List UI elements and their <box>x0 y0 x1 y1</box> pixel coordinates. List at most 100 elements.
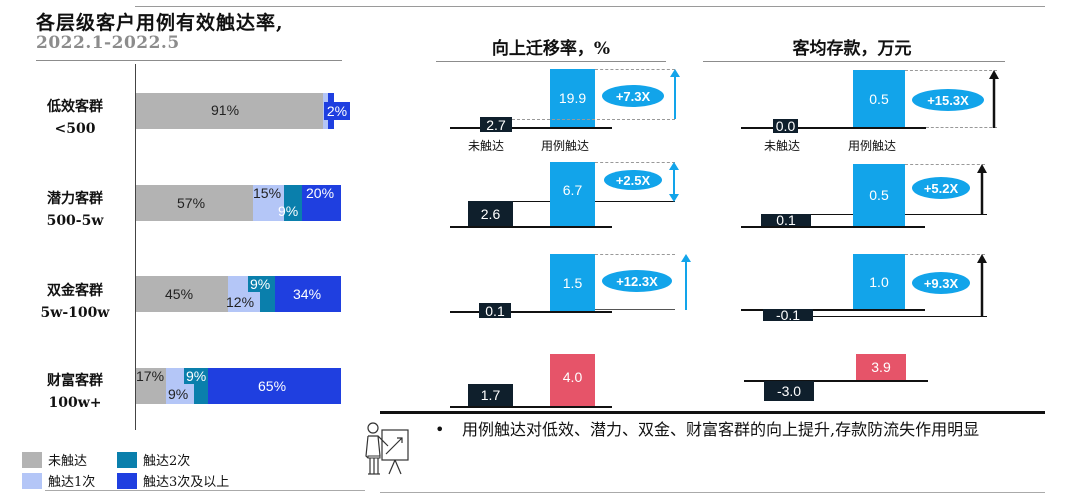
row-label-line2: 500-5w <box>46 213 104 229</box>
top-rule <box>135 6 1045 7</box>
row-label-wealth: 财富客群 100w+ <box>20 370 130 414</box>
ref-line-bottom <box>512 119 675 120</box>
ref-line-bottom <box>811 214 853 215</box>
stacked-bar-low: 91% <box>136 93 341 129</box>
multiplier-badge: +9.3X <box>912 272 970 294</box>
segment-label: 15% <box>253 185 282 201</box>
cat-label-untouched: 未触达 <box>468 139 505 153</box>
multiplier-badge: +15.3X <box>912 89 984 111</box>
baseline <box>744 380 928 382</box>
ref-line-top <box>595 254 675 255</box>
multiplier-badge: +5.2X <box>912 177 970 199</box>
segment-label: 57% <box>177 195 206 211</box>
segment-touch3: 65% <box>208 368 341 404</box>
row-label-dual: 双金客群 5w-100w <box>20 280 130 324</box>
ref-line-top <box>905 164 985 165</box>
segment-touch2: 9% <box>248 276 275 312</box>
up-arrow-icon <box>977 164 987 215</box>
stacked-bar-wealth: 17% 9% 9% 65% <box>136 368 341 404</box>
panel-deposit-title: 客均存款，万元 <box>792 39 912 59</box>
segment-label: 17% <box>136 368 165 384</box>
bar-untouched: 1.7 <box>468 384 513 406</box>
row-label-line1: 双金客群 <box>47 283 103 299</box>
bar-untouched: -3.0 <box>764 381 814 401</box>
legend-label: 触达1次 <box>48 475 96 490</box>
segment-label: 9% <box>184 368 209 384</box>
ref-line-top <box>905 70 997 71</box>
legend-underline <box>45 490 365 491</box>
left-chart-subtitle: 2022.1-2022.5 <box>36 33 180 53</box>
row-label-line1: 低效客群 <box>47 99 103 115</box>
segment-touch1: 12% <box>226 276 260 312</box>
ref-line-top <box>905 254 985 255</box>
double-arrow-icon <box>669 162 679 202</box>
segment-label: 9% <box>248 276 273 292</box>
row-label-line2: 5w-100w <box>40 305 110 321</box>
panel-upward-title: 向上迁移率，% <box>491 39 611 59</box>
baseline <box>450 226 612 228</box>
bar-touched: 0.5 <box>853 70 905 127</box>
segment-label-low-touch3: 2% <box>324 102 350 120</box>
bar-touched: 6.7 <box>550 162 595 226</box>
segment-label: 34% <box>293 286 322 302</box>
baseline <box>741 226 925 228</box>
note-text: 用例触达对低效、潜力、双金、财富客群的向上提升,存款防流失作用明显 <box>462 420 980 439</box>
ref-line-bottom <box>595 201 675 202</box>
ref-line-bottom <box>813 316 987 317</box>
legend-item-touch3: 触达3次及以上 <box>117 471 229 490</box>
legend-swatch <box>22 451 42 468</box>
bar-touched: 19.9 <box>550 69 595 127</box>
up-arrow-icon <box>989 70 999 128</box>
segment-label: 91% <box>211 102 240 118</box>
bar-touched: 4.0 <box>550 354 595 406</box>
baseline <box>741 309 925 311</box>
cat-label-touched: 用例触达 <box>541 139 590 153</box>
row-label-line2: 100w+ <box>48 395 102 411</box>
segment-label: 45% <box>165 286 194 302</box>
legend-item-touch1: 触达1次 <box>22 471 95 490</box>
legend-label: 触达3次及以上 <box>143 475 230 490</box>
segment-untouched: 17% <box>136 368 166 404</box>
ref-line-bottom <box>513 201 550 202</box>
segment-untouched: 45% <box>136 276 228 312</box>
bar-touched: 3.9 <box>856 354 906 380</box>
row-label-low: 低效客群 <500 <box>20 96 130 140</box>
baseline <box>450 127 612 129</box>
left-title-underline <box>36 60 342 61</box>
ref-line-top <box>595 162 675 163</box>
segment-untouched: 57% <box>136 185 253 221</box>
up-arrow-icon <box>977 254 987 317</box>
segment-label: 12% <box>226 294 255 310</box>
note-bullet: • <box>435 420 445 439</box>
legend-swatch <box>117 472 137 489</box>
bar-touched: 1.5 <box>550 254 595 311</box>
stacked-bar-potential: 57% 15% 9% 20% <box>136 185 341 221</box>
row-label-line2: <500 <box>54 121 96 137</box>
multiplier-badge: +7.3X <box>602 85 664 107</box>
legend-item-untouched: 未触达 <box>22 450 87 469</box>
ref-line-bottom <box>595 309 675 310</box>
left-chart-title: 各层级客户用例有效触达率, <box>36 12 284 34</box>
row-label-line1: 财富客群 <box>47 373 103 389</box>
segment-touch2: 9% <box>278 185 302 221</box>
bar-untouched: -0.1 <box>763 307 813 323</box>
note-bottom-rule <box>380 492 1045 493</box>
ref-line-bottom <box>926 127 997 128</box>
segment-label: 9% <box>278 203 299 219</box>
ref-line-top <box>595 69 675 70</box>
segment-label: 9% <box>168 386 189 402</box>
panel-deposit-title-rule <box>703 61 1005 62</box>
bar-untouched: 2.7 <box>480 117 512 133</box>
segment-touch3: 20% <box>302 185 341 221</box>
legend-label: 未触达 <box>48 454 88 469</box>
baseline <box>741 127 926 129</box>
bar-touched: 1.0 <box>853 254 905 309</box>
note-top-rule <box>380 411 1045 414</box>
ref-line-bottom <box>905 214 987 215</box>
legend-label: 触达2次 <box>143 454 191 469</box>
segment-untouched: 91% <box>136 93 323 129</box>
legend-item-touch2: 触达2次 <box>117 450 190 469</box>
bar-untouched: 0.1 <box>479 303 511 319</box>
stacked-bar-dual: 45% 12% 9% 34% <box>136 276 341 312</box>
presenter-icon <box>365 422 409 475</box>
